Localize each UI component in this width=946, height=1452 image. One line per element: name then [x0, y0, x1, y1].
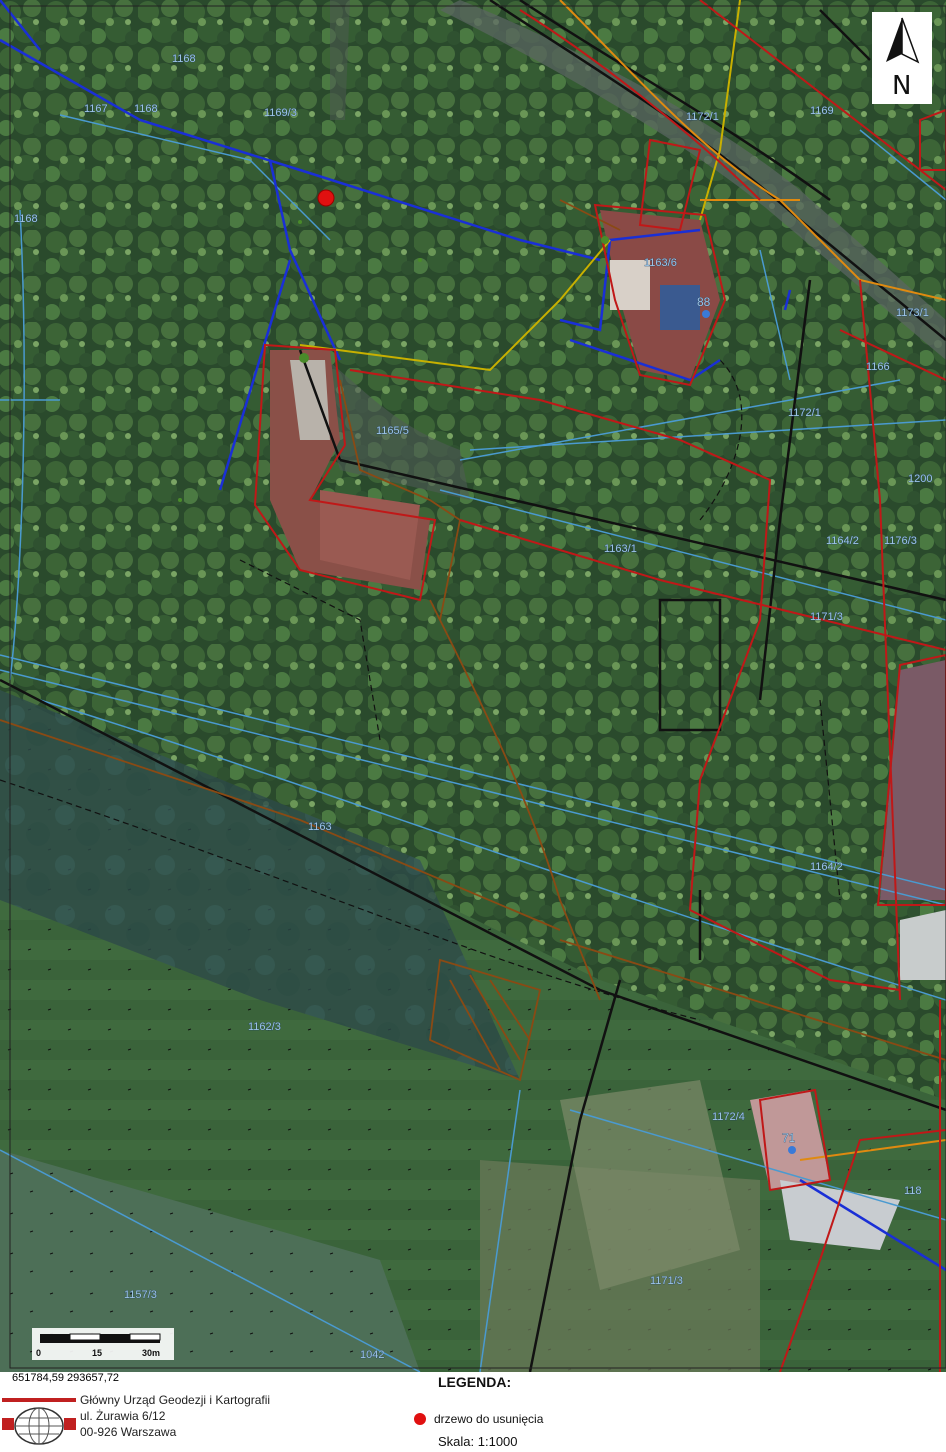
gas-lines	[299, 0, 741, 372]
garden-plots	[560, 1080, 740, 1290]
tree-to-remove-marker[interactable]	[317, 189, 335, 207]
parcel-label: 1157/3	[124, 1289, 157, 1301]
map-scale: Skala: 1:1000	[438, 1434, 518, 1449]
roof-light	[290, 360, 330, 440]
parcel-boundaries	[0, 114, 946, 1372]
parcel-label: 1173/1	[896, 307, 929, 319]
parcel-label: 1167	[84, 103, 108, 115]
scale-tick: 30m	[142, 1348, 160, 1358]
water-lines	[0, 0, 946, 1272]
parcel-label: 1042	[360, 1349, 384, 1361]
shadow-area	[0, 690, 520, 1080]
parcel-label: 1165/5	[376, 425, 409, 437]
red-dot-icon	[414, 1413, 426, 1425]
parcel-label: 1164/2	[826, 535, 859, 547]
corner-coordinates: 651784,59 293657,72	[12, 1372, 120, 1384]
parcel-label: 1168	[172, 53, 196, 65]
parcel-label: 1176/3	[884, 535, 917, 547]
building-south	[750, 1090, 830, 1190]
gugik-logo-icon	[2, 1398, 76, 1445]
parcel-label: 1172/1	[686, 111, 719, 123]
parcel-label: 1162/3	[248, 1021, 281, 1033]
building-east	[880, 660, 946, 900]
parcel-label: 1168	[134, 103, 158, 115]
sewer-lines	[0, 199, 946, 1082]
parcel-label: 1169/3	[264, 107, 297, 119]
heat-lines	[559, 0, 946, 1161]
north-arrow-icon: N	[872, 12, 932, 104]
gugik-city: 00-926 Warszawa	[80, 1425, 177, 1439]
north-label: N	[892, 71, 911, 101]
parcel-label: 1163	[308, 821, 332, 833]
gugik-address: Główny Urząd Geodezji i Kartografii ul. …	[80, 1392, 270, 1440]
parcel-label: 1163/6	[644, 257, 677, 269]
parcel-label: 1169	[810, 105, 834, 117]
parcel-label: 118	[904, 1185, 922, 1197]
road-edges	[0, 0, 946, 1372]
parcel-labels: 1168 1167 1168 1169/3 1168 1172/1 1169 1…	[14, 53, 933, 1362]
parcel-label: 1166	[866, 361, 890, 373]
parcel-label: 1163/1	[604, 543, 637, 555]
scale-tick: 15	[92, 1348, 102, 1358]
parcel-label: 1172/1	[788, 407, 821, 419]
legend-item: drzewo do usunięcia	[414, 1412, 543, 1426]
orthophoto-map[interactable]: 1168 1167 1168 1169/3 1168 1172/1 1169 1…	[0, 0, 946, 1372]
legend-item-label: drzewo do usunięcia	[434, 1412, 544, 1426]
parcel-label: 1168	[14, 213, 38, 225]
building-outlines	[253, 0, 946, 1372]
parcel-label: 1171/3	[810, 611, 843, 623]
gugik-name: Główny Urząd Geodezji i Kartografii	[80, 1393, 271, 1407]
scale-tick: 0	[36, 1348, 41, 1358]
parcel-label: 1164/2	[810, 861, 843, 873]
house-number: 71	[782, 1131, 796, 1145]
house-number: 88	[697, 295, 711, 309]
parcel-label: 1200	[908, 473, 932, 485]
parcel-label: 1171/3	[650, 1275, 683, 1287]
legend-title: LEGENDA:	[438, 1374, 512, 1390]
footer	[0, 1372, 946, 1452]
parcel-label: 1172/4	[712, 1111, 745, 1123]
gugik-street: ul. Żurawia 6/12	[80, 1409, 166, 1423]
tree-symbols	[178, 220, 609, 502]
scale-bar: 0 15 30m	[32, 1328, 174, 1360]
